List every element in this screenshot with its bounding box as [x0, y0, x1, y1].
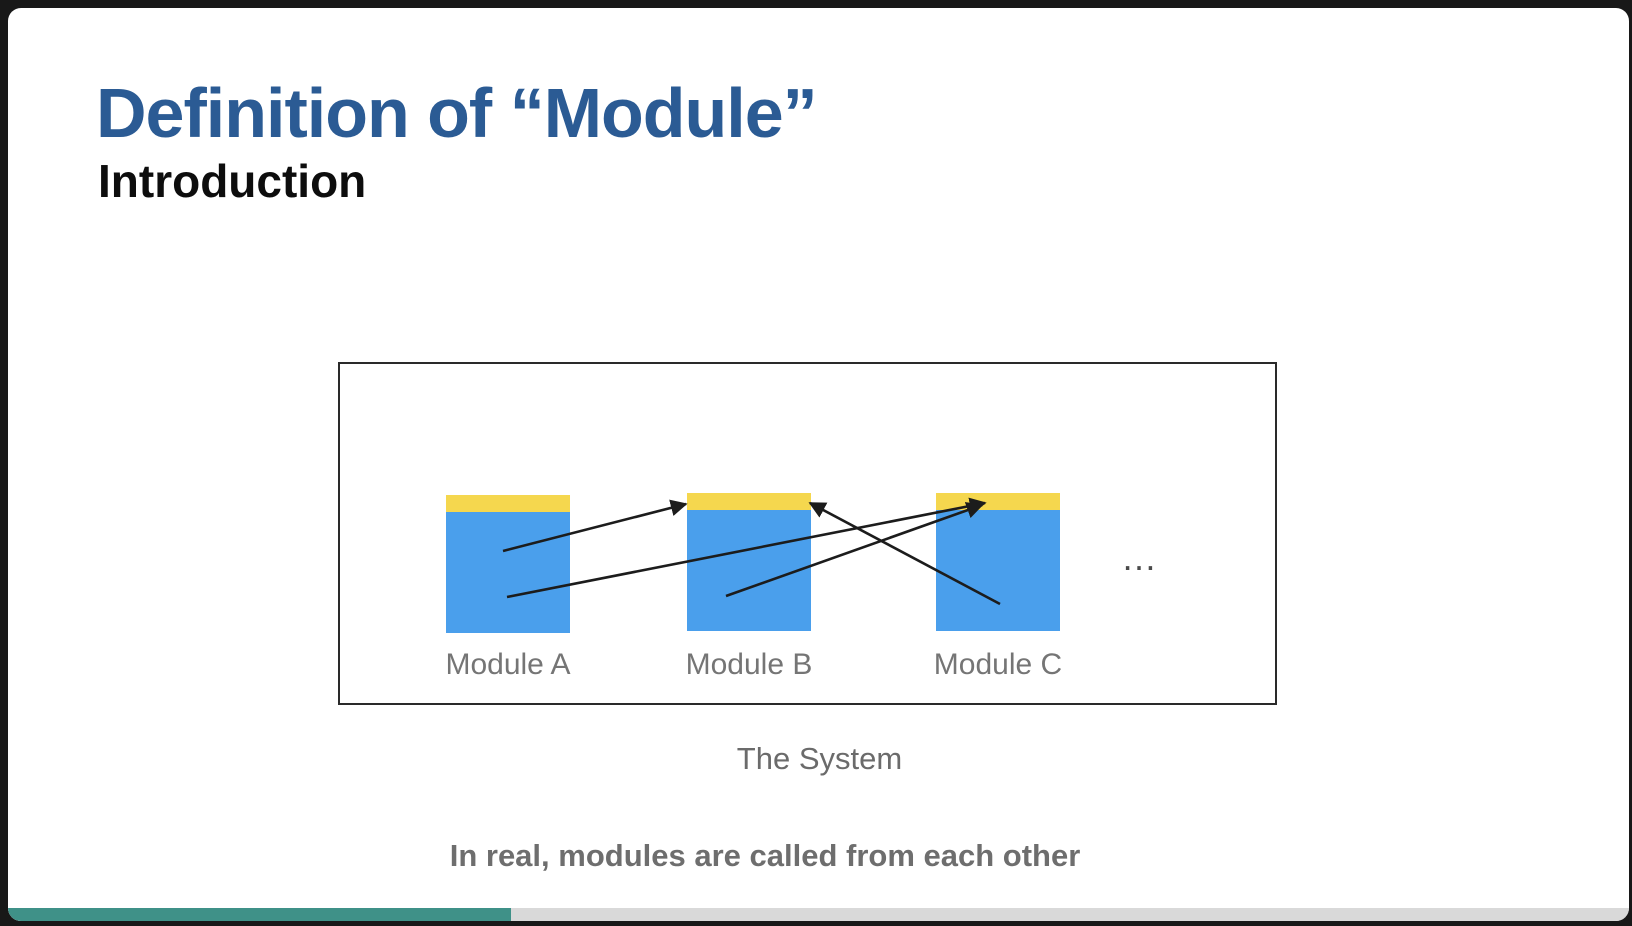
module-b-label: Module B	[685, 648, 813, 681]
module-a-body	[446, 512, 570, 633]
module-a-label: Module A	[445, 648, 571, 681]
slide-title: Definition of “Module”	[96, 74, 818, 152]
module-a-block	[446, 495, 570, 633]
module-b-body	[687, 510, 811, 631]
presentation-slide: Definition of “Module” Introduction Modu…	[8, 8, 1629, 921]
module-c-interface-strip	[936, 493, 1060, 510]
slide-subtitle: Introduction	[98, 155, 367, 207]
module-c-label: Module C	[933, 648, 1063, 681]
slide-progress-fill	[8, 908, 511, 921]
system-caption: The System	[736, 741, 903, 776]
slide-progress-track	[8, 908, 1629, 921]
module-c-body	[936, 510, 1060, 631]
more-modules-ellipsis: …	[1121, 537, 1159, 578]
module-a-interface-strip	[446, 495, 570, 512]
slide-takeaway-text: In real, modules are called from each ot…	[449, 838, 1081, 873]
module-b-interface-strip	[687, 493, 811, 510]
module-b-block	[687, 493, 811, 631]
module-c-block	[936, 493, 1060, 631]
